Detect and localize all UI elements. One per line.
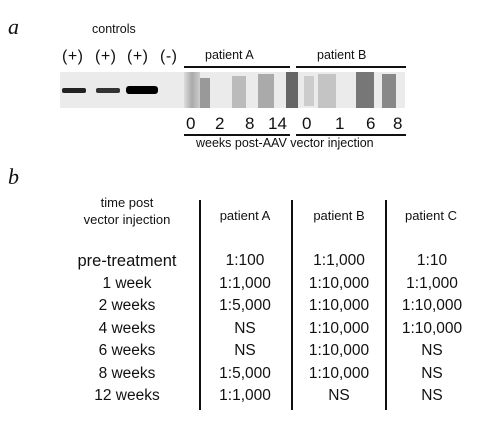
- blot-smear: [304, 76, 314, 106]
- table-divider-2: [291, 200, 293, 410]
- row-header-line-1: time post: [100, 195, 154, 210]
- row-label: 1 week: [102, 274, 152, 292]
- patient-a-bottom-rule: [184, 134, 290, 136]
- table-cell: 1:10,000: [308, 364, 370, 382]
- table-cell: NS: [421, 364, 443, 382]
- table-cell: 1:10,000: [308, 342, 370, 359]
- lane-label-1: (+): [62, 48, 84, 65]
- row-label: 12 weeks: [94, 387, 160, 404]
- table-divider-1: [199, 200, 201, 410]
- row-label: 2 weeks: [98, 297, 156, 314]
- column-header-patient-b: patient B: [313, 208, 365, 223]
- week-label-b-6: 6: [366, 114, 376, 133]
- blot-smear: [232, 76, 246, 108]
- row-label: 6 weeks: [98, 342, 156, 359]
- week-label-b-1: 1: [335, 114, 345, 133]
- blot-band: [126, 86, 158, 94]
- table-cell: 1:1,000: [406, 274, 458, 292]
- table-cell: 1:10,000: [308, 319, 370, 337]
- table-cell: NS: [234, 342, 256, 359]
- table-cell: NS: [234, 319, 256, 337]
- table-cell: 1:1,000: [219, 274, 271, 292]
- blot-smear: [356, 72, 374, 108]
- blot-smear: [258, 74, 274, 108]
- table-cell: NS: [421, 387, 443, 404]
- table-cell: 1:10: [416, 252, 448, 269]
- table-divider-3: [385, 200, 387, 410]
- column-header-patient-c: patient C: [404, 208, 458, 223]
- table-cell: 1:1,000: [219, 387, 271, 404]
- table-cell: 1:1,000: [313, 252, 365, 269]
- patient-b-header: patient B: [317, 48, 367, 62]
- row-label: 4 weeks: [98, 319, 156, 337]
- table-cell: 1:10,000: [308, 274, 370, 292]
- panel-a-letter: a: [8, 14, 19, 39]
- blot-smear: [200, 78, 210, 108]
- row-label: 8 weeks: [98, 364, 156, 382]
- patient-a-header: patient A: [205, 48, 254, 62]
- table-cell: NS: [421, 342, 443, 359]
- table-cell: 1:10,000: [401, 319, 463, 337]
- table-cell: NS: [328, 387, 350, 404]
- week-label-a-2: 2: [215, 114, 225, 133]
- blot-smear: [318, 74, 336, 108]
- panel-b-letter: b: [8, 164, 19, 189]
- table-cell: 1:5,000: [219, 297, 271, 314]
- patient-b-bottom-rule: [296, 134, 406, 136]
- column-header-patient-a: patient A: [219, 208, 271, 223]
- week-label-a-0: 0: [186, 114, 196, 133]
- row-header-line-2: vector injection: [83, 212, 171, 227]
- lane-label-3: (+): [127, 48, 149, 65]
- blot-smear: [184, 72, 200, 108]
- lane-label-4: (-): [160, 48, 178, 65]
- patient-a-rule: [184, 66, 290, 68]
- lane-label-2: (+): [95, 48, 117, 65]
- row-label: pre-treatment: [77, 252, 177, 270]
- week-label-a-8: 8: [245, 114, 255, 133]
- week-label-a-14: 14: [268, 114, 287, 133]
- week-label-b-8: 8: [393, 114, 403, 133]
- blot-band: [62, 88, 86, 93]
- patient-b-rule: [296, 66, 406, 68]
- x-axis-caption: weeks post-AAV vector injection: [196, 136, 374, 150]
- table-cell: 1:10,000: [401, 297, 463, 314]
- blot-smear: [382, 74, 396, 108]
- table-cell: 1:100: [225, 252, 265, 269]
- blot-smear: [286, 72, 298, 108]
- blot-band: [96, 88, 120, 93]
- week-label-b-0: 0: [302, 114, 312, 133]
- table-cell: 1:10,000: [308, 297, 370, 314]
- table-cell: 1:5,000: [219, 364, 271, 382]
- controls-label: controls: [92, 22, 136, 36]
- western-blot-image: [60, 72, 405, 108]
